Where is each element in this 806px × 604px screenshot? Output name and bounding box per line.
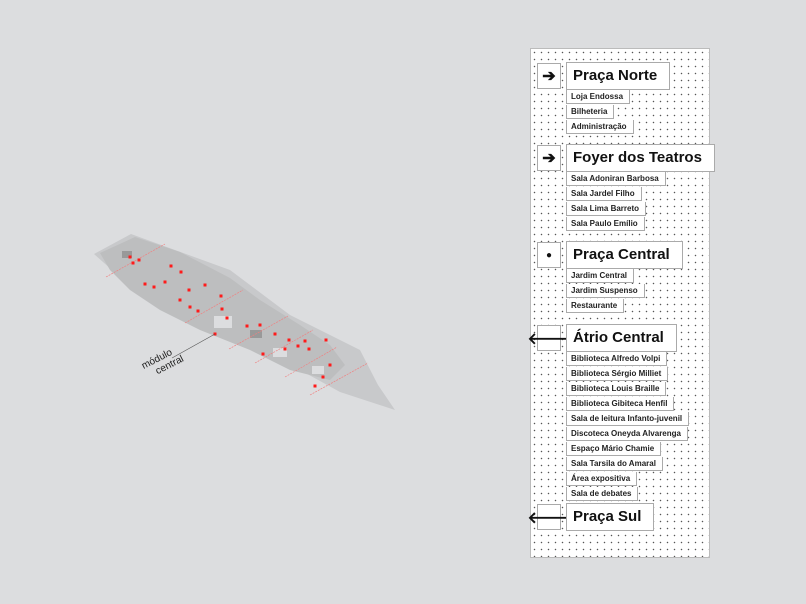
destination-item: Restaurante: [566, 299, 625, 313]
sign-location-marker: [169, 264, 173, 268]
destination-item: Sala Lima Barreto: [566, 202, 647, 216]
destination-item: Biblioteca Louis Braille: [566, 382, 667, 396]
sign-location-marker: [196, 309, 200, 313]
section-title: Praça Central: [566, 241, 683, 269]
destination-item: Sala Adoniran Barbosa: [566, 172, 666, 186]
destination-item: Biblioteca Sérgio Milliet: [566, 367, 669, 381]
sign-location-marker: [245, 324, 249, 328]
section-title: Foyer dos Teatros: [566, 144, 715, 172]
sign-location-marker: [321, 375, 325, 379]
destination-item: Área expositiva: [566, 472, 638, 486]
section-title: Átrio Central: [566, 324, 677, 352]
sign-location-marker: [219, 294, 223, 298]
sign-location-marker: [178, 298, 182, 302]
sign-location-marker: [188, 305, 192, 309]
sign-location-marker: [283, 347, 287, 351]
sign-location-marker: [328, 363, 332, 367]
section-title: Praça Norte: [566, 62, 671, 90]
sign-location-marker: [131, 261, 135, 265]
label-leader-line: [171, 333, 216, 359]
sign-location-marker: [225, 316, 229, 320]
destination-item: Biblioteca Gibiteca Henfil: [566, 397, 675, 411]
sign-location-marker: [303, 339, 307, 343]
arrow-right-icon: ➔: [537, 145, 561, 171]
destination-item: Loja Endossa: [566, 90, 631, 104]
sign-location-marker: [187, 288, 191, 292]
sign-location-marker: [163, 280, 167, 284]
destination-item: Biblioteca Alfredo Volpi: [566, 352, 668, 366]
sign-location-marker: [296, 344, 300, 348]
sign-location-marker: [152, 285, 156, 289]
destination-item: Sala Paulo Emílio: [566, 217, 645, 231]
section-lines: [105, 243, 369, 396]
sign-location-marker: [203, 283, 207, 287]
sign-location-marker: [307, 347, 311, 351]
arrow-left-icon: 🡐: [528, 325, 570, 351]
destination-item: Sala Tarsila do Amaral: [566, 457, 663, 471]
dot-icon: ●: [537, 242, 561, 268]
destination-item: Jardim Suspenso: [566, 284, 645, 298]
sign-location-marker: [179, 270, 183, 274]
sign-location-marker: [128, 255, 132, 259]
sign-location-marker: [261, 352, 265, 356]
destination-item: Discoteca Oneyda Alvarenga: [566, 427, 688, 441]
destination-item: Jardim Central: [566, 269, 635, 283]
sign-location-marker: [273, 332, 277, 336]
destination-item: Sala de debates: [566, 487, 639, 501]
arrow-left-icon: 🡐: [528, 504, 570, 530]
arrow-right-icon: ➔: [537, 63, 561, 89]
sign-location-marker: [287, 338, 291, 342]
sign-location-marker: [220, 307, 224, 311]
sign-location-marker: [143, 282, 147, 286]
destination-item: Sala Jardel Filho: [566, 187, 642, 201]
destination-item: Sala de leitura Infanto-juvenil: [566, 412, 690, 426]
sign-location-marker: [324, 338, 328, 342]
destination-item: Administração: [566, 120, 634, 134]
destination-item: Espaço Mário Chamie: [566, 442, 662, 456]
sign-location-marker: [313, 384, 317, 388]
sign-location-marker: [258, 323, 262, 327]
sign-location-marker: [137, 258, 141, 262]
destination-item: Bilheteria: [566, 105, 615, 119]
section-title: Praça Sul: [566, 503, 655, 531]
